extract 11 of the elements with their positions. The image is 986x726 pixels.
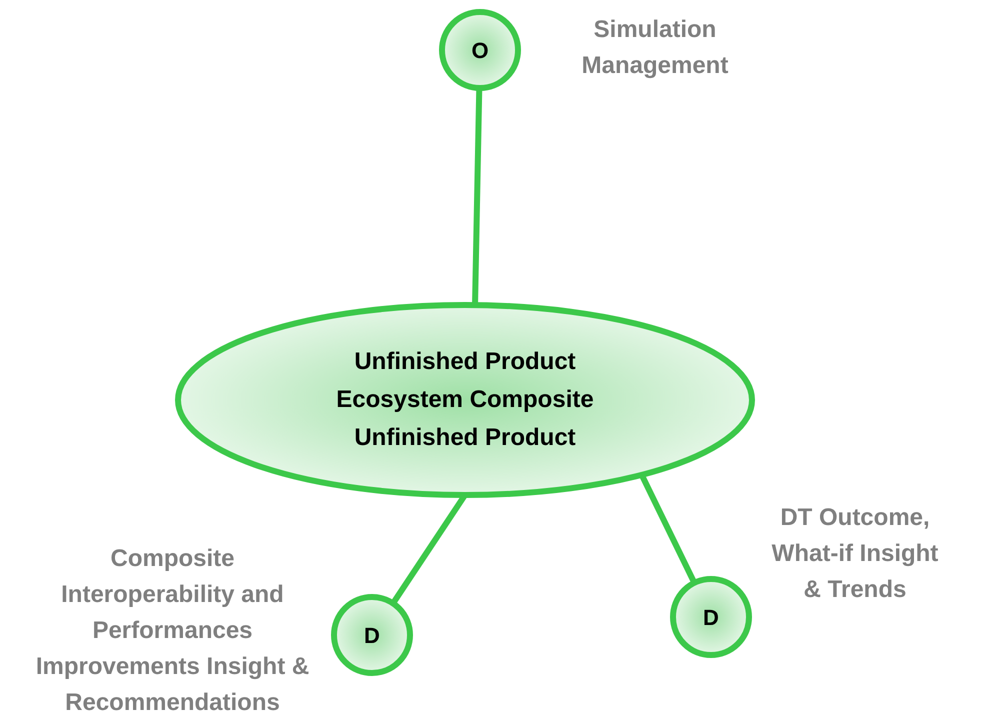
circle-node bbox=[331, 594, 413, 676]
node-label: Unfinished Product Ecosystem Composite Unfinished Product bbox=[335, 347, 595, 453]
node-label: D bbox=[364, 622, 380, 650]
caption-text: Composite Interoperability and Performances Improvements Insight & Recommendations bbox=[34, 544, 310, 718]
node-label: D bbox=[703, 604, 719, 632]
node-label: O bbox=[471, 36, 489, 64]
circle-node bbox=[670, 576, 752, 658]
caption-text: DT Outcome, What-if Insight & Trends bbox=[770, 503, 940, 605]
caption-text: Simulation Management bbox=[580, 15, 730, 81]
circle-node bbox=[439, 9, 521, 91]
ellipse-node bbox=[175, 302, 755, 498]
